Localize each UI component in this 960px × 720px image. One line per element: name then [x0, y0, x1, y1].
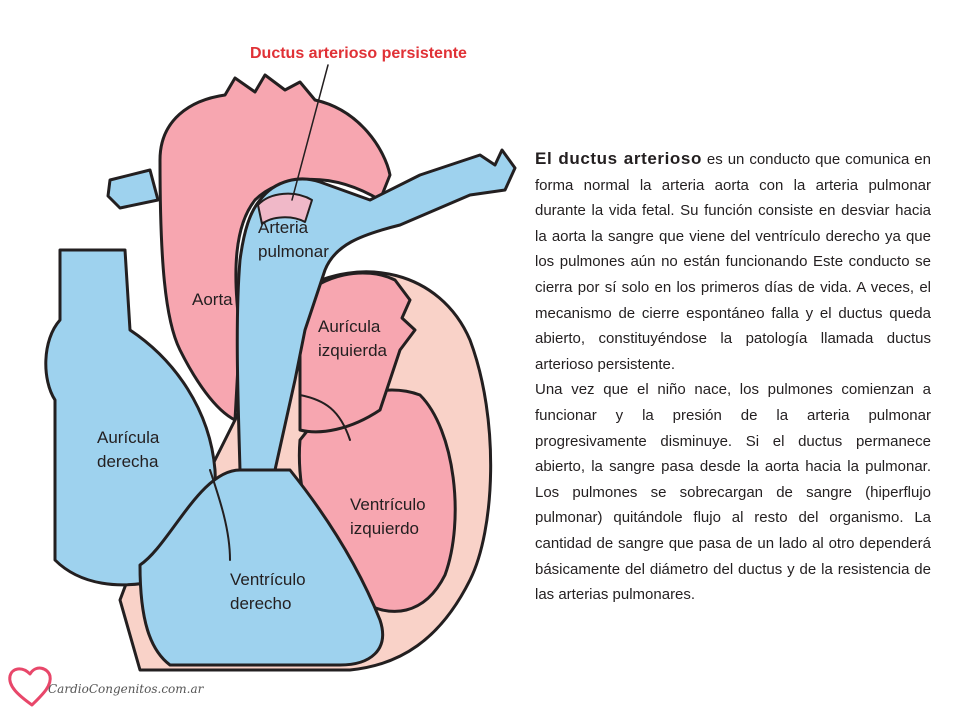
aorta [158, 73, 392, 422]
label-auricula-derecha-line2: derecha [97, 452, 159, 471]
label-ventriculo-izquierdo-line2: izquierdo [350, 519, 419, 538]
pulmonary-branch-left [106, 168, 160, 210]
label-ventriculo-izquierdo-line1: Ventrículo [350, 495, 426, 514]
left-atrium [298, 271, 417, 434]
label-aorta: Aorta [192, 290, 233, 309]
label-ventriculo-derecho-line1: Ventrículo [230, 570, 306, 589]
paragraph-1-text: es un conducto que comunica en forma nor… [535, 151, 931, 373]
paragraph-1-bold: El ductus arterioso [535, 149, 702, 168]
paragraph-2: Una vez que el niño nace, los pulmones c… [535, 381, 931, 604]
diagram-title: Ductus arterioso persistente [250, 45, 467, 62]
ductus-arteriosus [257, 192, 313, 225]
right-ventricle [138, 468, 385, 667]
label-arteria-pulmonar-line2: pulmonar [258, 242, 329, 261]
label-auricula-izquierda-line1: Aurícula [318, 317, 381, 336]
label-auricula-derecha-line1: Aurícula [97, 428, 160, 447]
coronary-vessel [209, 469, 231, 561]
brand-text: CardioCongenitos.com.ar [48, 682, 205, 696]
label-auricula-izquierda-line2: izquierda [318, 341, 388, 360]
heart-outline-icon [8, 666, 52, 707]
pulmonary-artery [235, 148, 517, 472]
label-arteria-pulmonar-line1: Arteria [258, 218, 309, 237]
description-panel: El ductus arterioso es un conducto que c… [535, 146, 931, 608]
label-ventriculo-derecho-line2: derecho [230, 594, 291, 613]
title-pointer [291, 64, 329, 201]
paragraph-1: El ductus arterioso es un conducto que c… [535, 146, 931, 377]
pulmonary-vein [299, 394, 351, 441]
brand-logo: CardioCongenitos.com.ar [8, 666, 205, 707]
